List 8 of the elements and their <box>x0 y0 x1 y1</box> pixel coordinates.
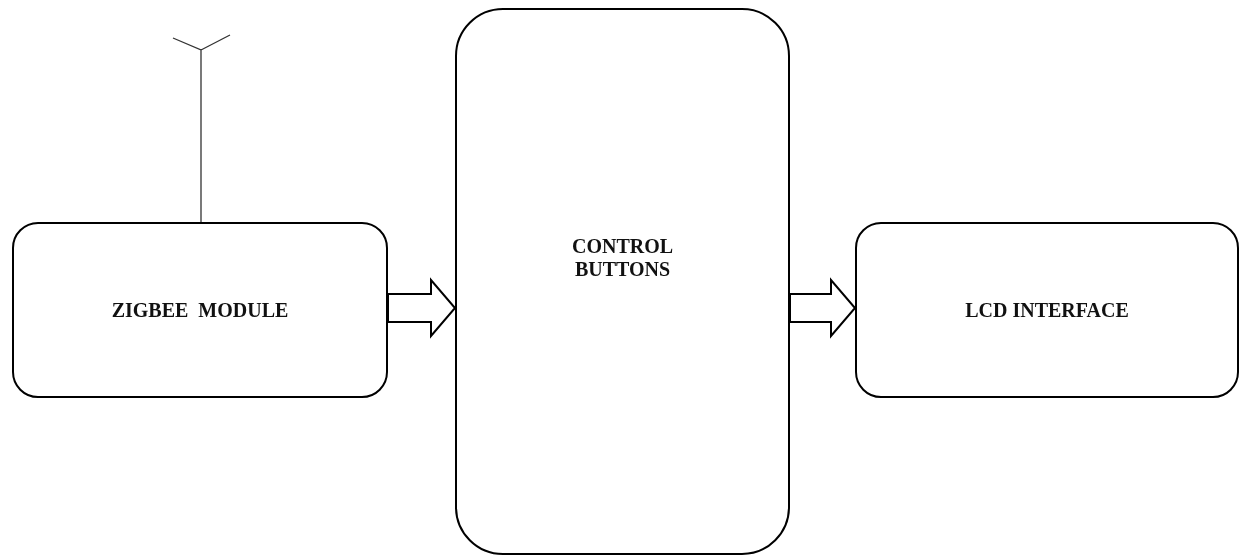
box-label: LCD INTERFACE <box>965 298 1129 322</box>
process-box <box>12 222 388 398</box>
block-arrow <box>387 277 457 339</box>
box-label: CONTROL BUTTONS <box>570 235 675 281</box>
process-box <box>855 222 1239 398</box>
box-label: ZIGBEE MODULE <box>111 298 289 322</box>
block-arrow <box>789 277 857 339</box>
process-box <box>455 8 790 555</box>
